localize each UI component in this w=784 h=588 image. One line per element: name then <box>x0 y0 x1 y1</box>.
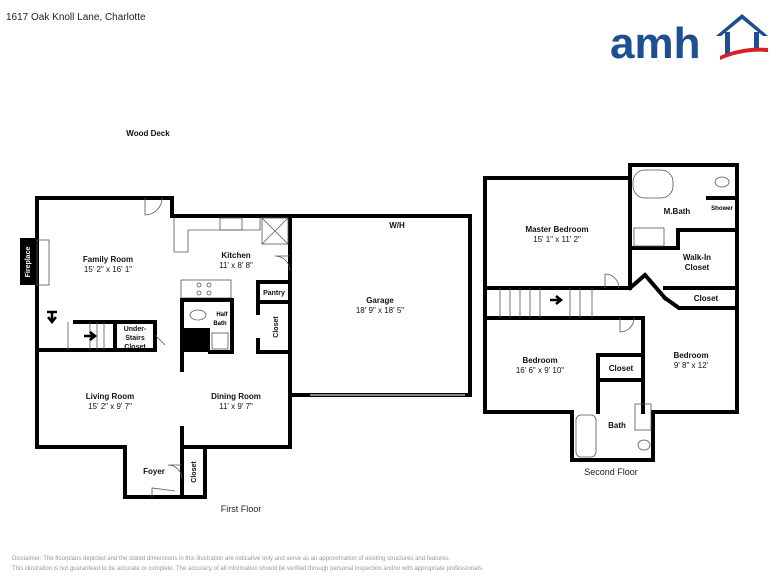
master-bedroom-name: Master Bedroom <box>525 225 588 234</box>
walk-in-line1: Walk-In <box>683 253 711 262</box>
stairs-down-arrow-icon <box>47 310 57 325</box>
pantry-name: Pantry <box>263 290 285 297</box>
logo-text: amh <box>610 19 700 63</box>
first-floor-walls <box>20 196 472 499</box>
living-room-dims: 15' 2" x 9' 7" <box>88 402 132 411</box>
garage-dims: 18' 9" x 18' 5" <box>356 306 404 315</box>
master-bedroom-dims: 15' 1" x 11' 2" <box>533 235 581 244</box>
under-stairs-line3: Closet <box>124 344 146 351</box>
shower-label: Shower <box>711 206 733 212</box>
master-bath-name: M.Bath <box>664 207 691 216</box>
stairs-arrow-icon <box>550 295 564 305</box>
bedroom-left-name: Bedroom <box>522 356 557 365</box>
under-stairs-line2: Stairs <box>125 335 145 342</box>
disclaimer-line1: Disclaimer: The floorplans depicted and … <box>12 556 451 562</box>
stairs-up-arrow-icon <box>84 331 98 341</box>
foyer-name: Foyer <box>143 467 165 476</box>
amh-logo: amh <box>610 14 768 63</box>
kitchen-name: Kitchen <box>221 251 250 260</box>
closet-name: Closet <box>273 316 280 338</box>
closet-right-name: Closet <box>694 294 719 303</box>
family-room-name: Family Room <box>83 255 133 264</box>
second-floor-labels: Master Bedroom 15' 1" x 11' 2" M.Bath Sh… <box>516 206 734 477</box>
bedroom-left-dims: 16' 6" x 9' 10" <box>516 366 564 375</box>
first-floor-labels: Fireplace Family Room 15' 2" x 16' 1" Ki… <box>25 221 405 514</box>
second-floor-walls <box>483 163 739 462</box>
bedroom-right-dims: 9' 8" x 12' <box>674 361 709 370</box>
under-stairs-line1: Under- <box>124 326 147 333</box>
garage-name: Garage <box>366 296 394 305</box>
closet-small-name: Closet <box>609 364 634 373</box>
foyer-closet-name: Closet <box>191 461 198 483</box>
dining-room-dims: 11' x 9' 7" <box>219 402 253 411</box>
wood-deck-label: Wood Deck <box>126 129 170 138</box>
dining-room-name: Dining Room <box>211 392 261 401</box>
half-bath-name-2: Bath <box>213 321 227 327</box>
living-room-name: Living Room <box>86 392 134 401</box>
property-address: 1617 Oak Knoll Lane, Charlotte <box>6 12 146 23</box>
bedroom-right-name: Bedroom <box>673 351 708 360</box>
half-bath-name-1: Half <box>216 312 228 318</box>
first-floor-label: First Floor <box>221 504 262 514</box>
fireplace-label: Fireplace <box>25 247 32 278</box>
kitchen-dims: 11' x 8' 8" <box>219 261 253 270</box>
family-room-dims: 15' 2" x 16' 1" <box>84 265 132 274</box>
bath-name: Bath <box>608 421 626 430</box>
disclaimer-line2: This illustration is not guaranteed to b… <box>12 566 484 572</box>
second-floor-label: Second Floor <box>584 467 638 477</box>
water-heater-label: W/H <box>389 221 405 230</box>
walk-in-line2: Closet <box>685 263 710 272</box>
